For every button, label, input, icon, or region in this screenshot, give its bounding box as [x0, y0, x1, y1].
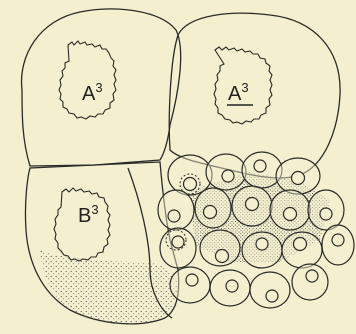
label-a3-left-superscript: 3: [95, 80, 102, 95]
label-a3-right-superscript: 3: [241, 80, 248, 95]
label-a3-right-base: A: [228, 83, 242, 105]
label-a3-left-base: A: [82, 83, 96, 105]
label-b3-base: B: [78, 205, 91, 227]
label-b3-superscript: 3: [91, 202, 98, 217]
